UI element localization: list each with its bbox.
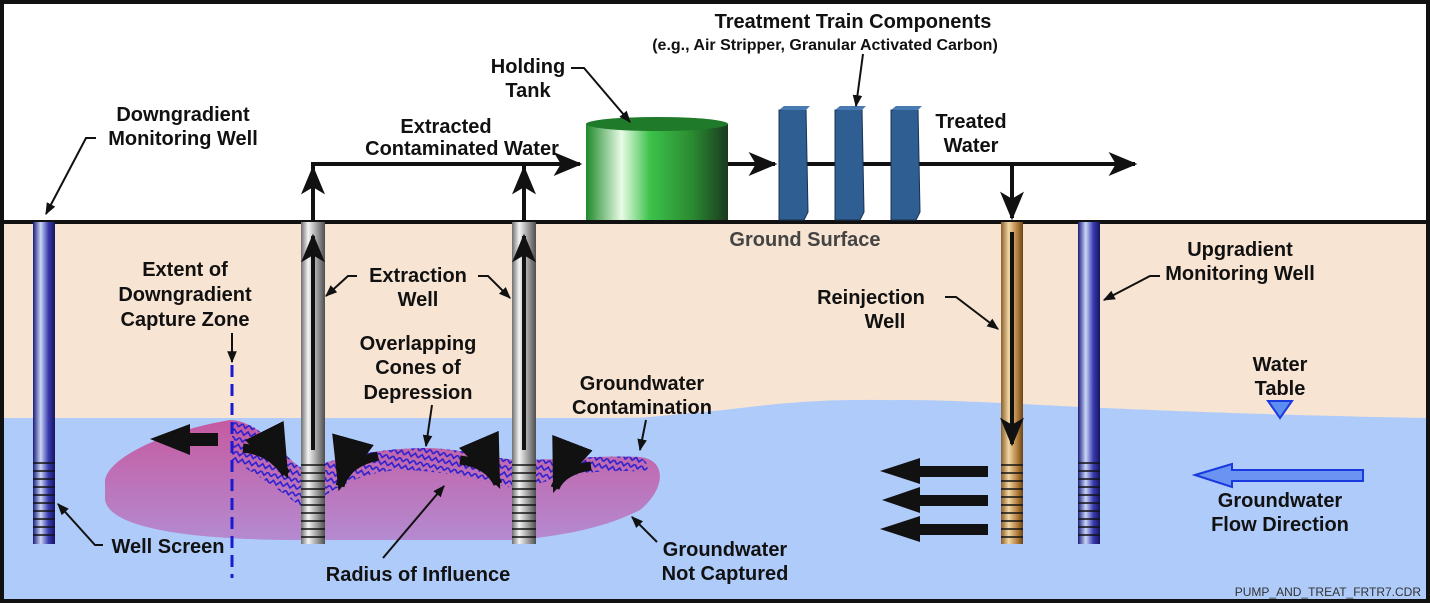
reinjection-outflow-arrow bbox=[880, 516, 988, 542]
reinjection-outflow-arrow bbox=[882, 487, 988, 513]
extracted-label-2: Contaminated Water bbox=[365, 138, 559, 160]
leader-lines bbox=[45, 53, 1160, 559]
well-screen-label: Well Screen bbox=[111, 536, 224, 558]
holding-tank bbox=[586, 117, 728, 220]
holding-tank-label-1: Holding bbox=[491, 56, 565, 78]
reinjection-label-1: Reinjection bbox=[817, 287, 925, 309]
well-screen bbox=[1078, 462, 1100, 536]
downgradient-escape-arrow bbox=[150, 424, 218, 455]
treatment-subtitle: (e.g., Air Stripper, Granular Activated … bbox=[652, 37, 998, 54]
extracted-label-1: Extracted bbox=[400, 116, 491, 138]
radius-label: Radius of Influence bbox=[326, 564, 510, 586]
plume-flow-arrows bbox=[150, 424, 988, 542]
ground-surface-label: Ground Surface bbox=[729, 229, 880, 251]
well-screen bbox=[512, 464, 536, 538]
extraction-well-2 bbox=[512, 222, 536, 544]
well-screen bbox=[301, 464, 325, 538]
treatment-unit bbox=[778, 106, 810, 221]
overlap-label-3: Depression bbox=[364, 382, 473, 404]
reinjection-label-2: Well bbox=[865, 311, 906, 333]
extent-label-2: Downgradient bbox=[118, 284, 252, 306]
treated-label-2: Water bbox=[944, 135, 999, 157]
not-captured-label-2: Not Captured bbox=[662, 563, 789, 585]
extraction-well-label-1: Extraction bbox=[369, 265, 467, 287]
water-table-label-2: Table bbox=[1255, 378, 1306, 400]
extent-label-3: Capture Zone bbox=[121, 309, 250, 331]
extraction-well-label-2: Well bbox=[398, 289, 439, 311]
treated-label-1: Treated bbox=[935, 111, 1006, 133]
well-screen bbox=[1001, 464, 1023, 538]
overlap-label-2: Cones of bbox=[375, 357, 461, 379]
extraction-well-1 bbox=[301, 222, 325, 544]
reinjection-well bbox=[1000, 222, 1024, 544]
water-table-label-1: Water bbox=[1253, 354, 1308, 376]
treatment-unit bbox=[834, 106, 866, 221]
upgradient-monitoring-well bbox=[1078, 222, 1100, 544]
downgradient-monitoring-well bbox=[33, 222, 55, 544]
well-screen bbox=[33, 462, 55, 536]
treatment-title: Treatment Train Components bbox=[715, 11, 992, 33]
treatment-train-units bbox=[778, 106, 922, 221]
down-monitoring-label-2: Monitoring Well bbox=[108, 128, 258, 150]
curved-capture-arrows bbox=[242, 420, 593, 494]
water-table-icon bbox=[1266, 400, 1294, 420]
gw-contamination-label-1: Groundwater bbox=[580, 373, 705, 395]
reinjection-outflow-arrow bbox=[880, 458, 988, 484]
extent-label-1: Extent of bbox=[142, 259, 228, 281]
groundwater-flow-arrow-icon bbox=[1191, 462, 1364, 489]
holding-tank-label-2: Tank bbox=[505, 80, 551, 102]
gw-contamination-label-2: Contamination bbox=[572, 397, 712, 419]
treatment-unit bbox=[890, 106, 922, 221]
flow-direction-label-2: Flow Direction bbox=[1211, 514, 1349, 536]
down-monitoring-label-1: Downgradient bbox=[116, 104, 250, 126]
up-monitoring-label-2: Monitoring Well bbox=[1165, 263, 1315, 285]
flow-direction-label-1: Groundwater bbox=[1218, 490, 1343, 512]
overlap-label-1: Overlapping bbox=[360, 333, 477, 355]
filename-label: PUMP_AND_TREAT_FRTR7.CDR bbox=[1235, 585, 1422, 599]
not-captured-label-1: Groundwater bbox=[663, 539, 788, 561]
up-monitoring-label-1: Upgradient bbox=[1187, 239, 1293, 261]
